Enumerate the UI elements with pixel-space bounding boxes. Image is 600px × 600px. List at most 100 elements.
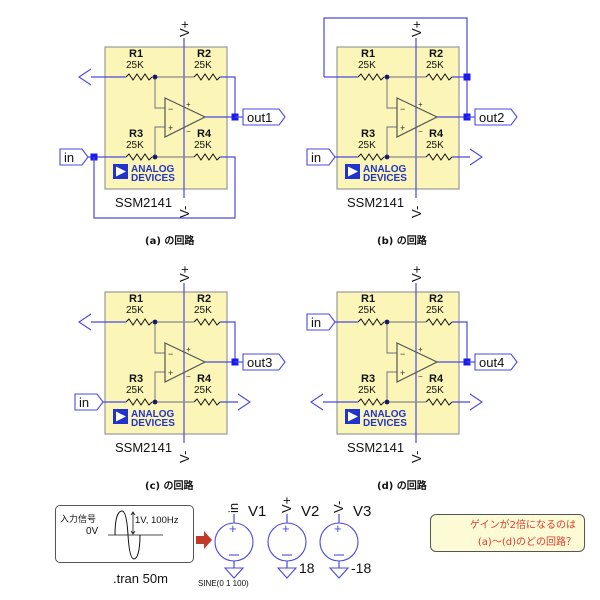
svg-text:+: +	[418, 345, 423, 354]
vminus-label: V-	[177, 206, 192, 218]
ground-symbol	[237, 393, 251, 411]
resistor-name: R1	[129, 293, 143, 305]
resistor-name: R1	[129, 48, 143, 60]
circuit-caption: (c) の回路	[145, 479, 195, 492]
junction-dot	[152, 74, 158, 80]
vplus-label: V+	[177, 21, 192, 37]
net-label-text: out4	[479, 355, 504, 370]
svg-text:−: −	[418, 372, 423, 381]
signal-title: 入力信号	[60, 515, 97, 525]
resistor-name: R2	[429, 48, 443, 60]
svg-text:+: +	[282, 521, 290, 536]
ground-symbol	[328, 567, 350, 579]
resistor-value: 25K	[194, 60, 212, 71]
op-amp: −++−	[164, 342, 207, 383]
ground-symbol	[78, 313, 92, 331]
op-amp: −++−	[396, 342, 439, 383]
svg-text:−: −	[418, 127, 423, 136]
circuit-caption: (a) の回路	[145, 234, 195, 247]
resistor-name: R3	[361, 128, 375, 140]
resistor-value: 25K	[126, 60, 144, 71]
svg-text:ANALOG: ANALOG	[363, 409, 407, 420]
vminus-label: V-	[177, 451, 192, 463]
input-signal-box: 入力信号 0V 1V, 100Hz	[55, 505, 194, 563]
ground-symbol	[276, 567, 298, 579]
junction-dot	[152, 399, 158, 405]
svg-text:ANALOG: ANALOG	[131, 409, 175, 420]
ground-symbol	[469, 148, 483, 166]
internal-wiring	[386, 322, 397, 402]
output-net-flag: out3	[242, 353, 286, 371]
junction-dot	[152, 154, 158, 160]
net-label-text: out1	[247, 110, 272, 125]
part-name: SSM2141	[347, 440, 404, 455]
input-net-flag: in	[306, 148, 336, 166]
ground-symbol	[469, 393, 483, 411]
internal-wiring	[154, 77, 165, 157]
circuit-caption: (d) の回路	[377, 479, 428, 492]
svg-text:ANALOG: ANALOG	[363, 164, 407, 175]
resistor-name: R2	[197, 293, 211, 305]
source-name: V1	[248, 503, 266, 520]
ground-symbol	[78, 68, 92, 86]
svg-text:+: +	[418, 100, 423, 109]
svg-text:−: −	[400, 349, 405, 359]
svg-text:+: +	[186, 345, 191, 354]
vplus-label: V+	[409, 266, 424, 282]
junction-dot	[152, 319, 158, 325]
junction-dot	[384, 319, 390, 325]
resistor-name: R3	[129, 373, 143, 385]
svg-text:+: +	[168, 123, 173, 133]
vplus-label: V+	[177, 266, 192, 282]
junction-dot	[384, 154, 390, 160]
resistor-value: 25K	[126, 140, 144, 151]
resistor-value: 25K	[426, 305, 444, 316]
junction-dot	[384, 74, 390, 80]
source-net-label: V+	[279, 497, 294, 513]
svg-text:+: +	[186, 100, 191, 109]
tran-directive: .tran 50m	[113, 571, 168, 586]
question-box: ゲインが2倍になるのは (a)〜(d)のどの回路？	[430, 514, 585, 552]
source-value: SINE(0 1 100)	[198, 579, 249, 588]
ground-symbol	[310, 393, 324, 411]
input-net-flag: in	[306, 313, 336, 331]
circuit-c: V+V-R125KR225KR325KR425K−++−SSM2141ANALO…	[74, 266, 286, 492]
input-net-flag: in	[74, 393, 104, 411]
net-label-text: out2	[479, 110, 504, 125]
svg-text:−: −	[186, 127, 191, 136]
source-value: -18	[351, 560, 371, 576]
svg-text:−: −	[168, 349, 173, 359]
vplus-label: V+	[409, 21, 424, 37]
resistor-value: 25K	[426, 140, 444, 151]
resistor-name: R4	[429, 128, 444, 140]
part-name: SSM2141	[347, 195, 404, 210]
part-name: SSM2141	[115, 195, 172, 210]
source-net-label: in	[226, 503, 241, 513]
svg-text:−: −	[168, 104, 173, 114]
junction-dot	[384, 399, 390, 405]
resistor-value: 25K	[194, 305, 212, 316]
resistor-name: R1	[361, 293, 375, 305]
internal-wiring	[154, 322, 165, 402]
circuit-a: V+V-R125KR225KR325KR425K−++−SSM2141ANALO…	[59, 21, 286, 247]
resistor-name: R2	[429, 293, 443, 305]
resistor-value: 25K	[426, 60, 444, 71]
resistor-value: 25K	[194, 385, 212, 396]
source-arrow	[196, 531, 212, 549]
svg-text:+: +	[400, 123, 405, 133]
resistor-name: R4	[197, 128, 212, 140]
source-value: 18	[299, 560, 315, 576]
signal-amplitude-label: 1V, 100Hz	[135, 515, 179, 526]
